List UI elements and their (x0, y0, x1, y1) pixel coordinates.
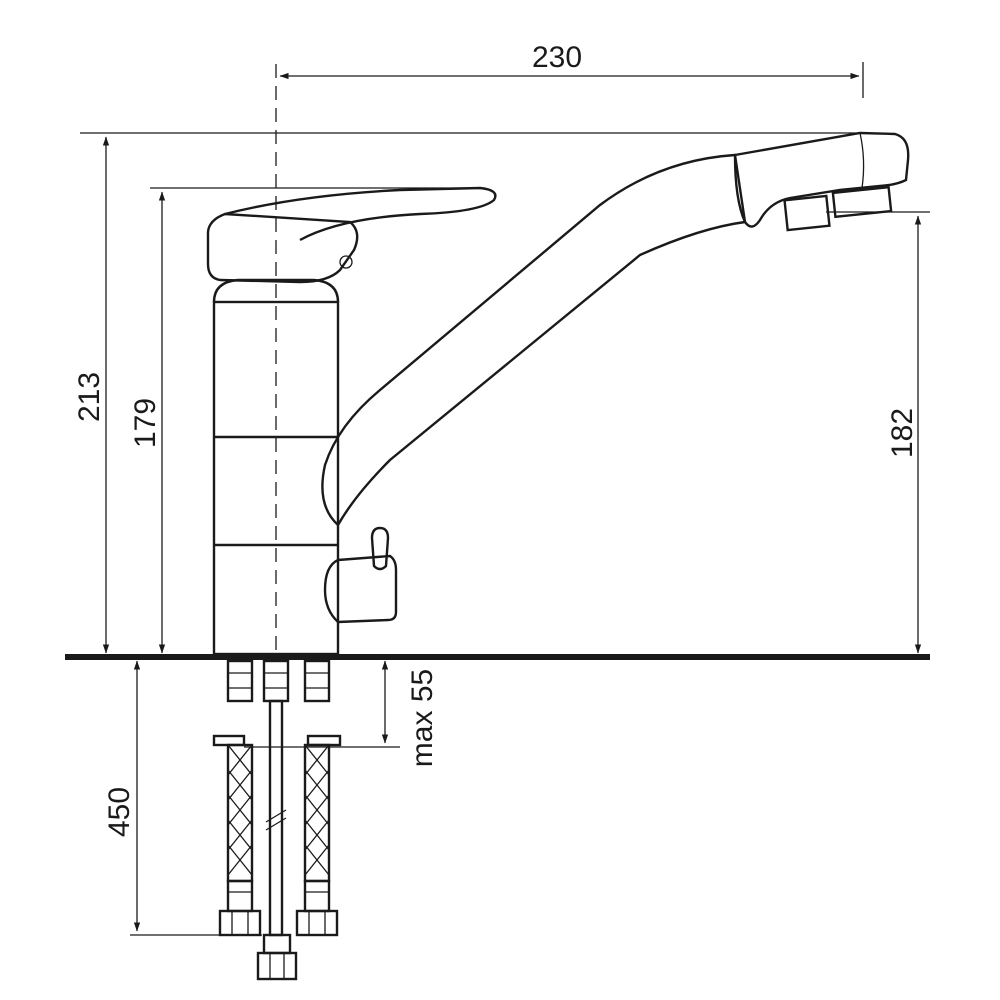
dimension-label-mount-thickness: max 55 (406, 669, 439, 767)
spout-head-seam (859, 132, 865, 189)
dimension-label-total-height: 213 (73, 372, 106, 422)
hose-center-nut (256, 951, 298, 981)
aerator-right (831, 185, 893, 219)
aerator-left (783, 194, 831, 232)
hose-left-nut-top (226, 659, 254, 703)
hose-right-ferrule (303, 879, 331, 913)
faucet-body (212, 278, 340, 656)
spout-tube (321, 153, 747, 526)
supply-hoses (212, 659, 342, 981)
lever-pin (339, 255, 353, 269)
hose-right-clip (306, 734, 342, 747)
body-cylinder (212, 300, 340, 656)
dimension-label-hose-length: 450 (103, 787, 136, 837)
hose-left-nut-bottom (218, 909, 262, 937)
hose-right (295, 659, 342, 937)
dimension-label-body-height: 179 (129, 398, 162, 448)
dimension-mount-thickness: max 55 (244, 660, 439, 767)
hose-left (212, 659, 262, 937)
hose-left-clip (212, 734, 246, 747)
filter-valve-lever (370, 526, 390, 571)
hose-right-braid-pattern (304, 744, 330, 876)
spout (321, 131, 910, 526)
hose-left-braid-pattern (227, 744, 253, 876)
hose-left-ferrule (226, 879, 254, 913)
dimension-outlet-height: 182 (826, 211, 930, 654)
lever-base (206, 212, 359, 284)
filter-valve (323, 526, 398, 624)
hose-right-nut-bottom (295, 909, 339, 937)
hose-center-fitting-bottom (262, 933, 292, 955)
lever-handle (206, 186, 497, 284)
dimension-label-outlet-height: 182 (886, 408, 919, 458)
hose-center-break (265, 809, 287, 831)
lever-arm (224, 186, 497, 242)
dimension-body-height: 179 (129, 187, 478, 654)
spout-head (733, 131, 910, 228)
hose-center (256, 659, 298, 981)
dimension-hose-length: 450 (103, 660, 262, 936)
filter-valve-body (323, 554, 398, 624)
body-cap (212, 278, 340, 303)
hose-right-nut-top (303, 659, 331, 703)
dimension-total-height: 213 (73, 132, 860, 654)
dimension-label-reach: 230 (532, 41, 582, 74)
hose-center-fitting-top (262, 659, 290, 703)
dimension-spout-reach: 230 (279, 41, 864, 98)
